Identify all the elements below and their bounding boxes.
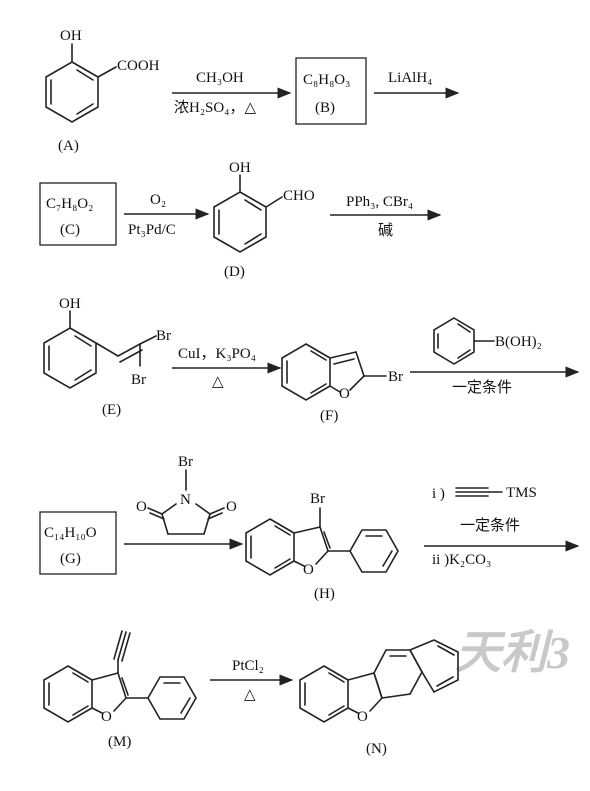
benzene-ring-e <box>43 327 97 389</box>
compound-d: OH CHO (D) <box>213 160 315 280</box>
benzene-ring-a <box>45 61 99 123</box>
reagent-cui-k3po4: CuI，K₃PO₄ <box>178 346 256 362</box>
compound-f: O Br (F) <box>281 343 403 424</box>
compound-name-g: (G) <box>60 551 81 567</box>
reagent-ch3oh: CH₃OH <box>196 70 244 86</box>
nbs-structure <box>147 469 225 535</box>
alkyne-symbol <box>455 487 503 497</box>
bond-vinyl-e <box>95 342 119 357</box>
phenyl-ring-h <box>349 529 399 573</box>
box-b <box>295 57 367 125</box>
phenyl-ring-m <box>147 676 197 720</box>
label-o-m: O <box>101 709 112 725</box>
formula-g: C₁₄H₁₀O <box>44 525 97 541</box>
compound-name-d: (D) <box>224 264 245 280</box>
bond-cc-double-e <box>117 343 141 357</box>
benzofuran-f <box>281 343 365 401</box>
box-c <box>39 182 117 246</box>
compound-c: C₇H₈O₂ (C) <box>39 182 117 246</box>
bond-cc-double2-e <box>119 349 143 363</box>
compound-name-e: (E) <box>102 402 121 418</box>
reagent-o2: O₂ <box>150 192 166 208</box>
reagent-pph3-cbr4: PPh₃, CBr₄ <box>346 194 413 210</box>
bond-cooh-a <box>97 66 117 78</box>
compound-name-n: (N) <box>366 741 387 757</box>
compound-h: Br O (H) <box>245 491 399 602</box>
step-4: PPh₃, CBr₄ 碱 <box>330 194 442 239</box>
reagent-condition-6: 一定条件 <box>452 379 512 396</box>
reagent-h2so4-heat: 浓H₂SO₄，△ <box>174 99 256 116</box>
watermark-text: 天利3 <box>455 627 570 678</box>
reagent-condition-8: 一定条件 <box>460 517 520 534</box>
compound-m: O (M) <box>43 630 197 750</box>
label-br-f: Br <box>388 369 403 385</box>
benzofuran-m <box>43 665 129 723</box>
compound-name-b: (B) <box>315 100 335 116</box>
formula-c: C₇H₈O₂ <box>46 196 93 212</box>
label-nbs-n: N <box>180 492 191 508</box>
step-6: B(OH)₂ 一定条件 <box>410 317 580 396</box>
reagent-pt3pd: Pt₃Pd/C <box>128 222 176 238</box>
step-5: CuI，K₃PO₄ △ <box>172 346 282 390</box>
reagent-base: 碱 <box>378 222 393 239</box>
benzene-ring-d <box>213 191 267 253</box>
compound-n: O (N) <box>299 639 459 757</box>
compound-name-m: (M) <box>108 734 131 750</box>
formula-b: C₈H₈O₃ <box>303 72 350 88</box>
reagent-heat-9: △ <box>244 687 256 703</box>
compound-g: C₁₄H₁₀O (G) <box>39 511 117 575</box>
label-nbs-br: Br <box>178 454 193 470</box>
compound-e: OH Br Br (E) <box>43 296 171 418</box>
label-o-f: O <box>339 386 350 402</box>
reagent-step-i: i ) <box>432 486 445 502</box>
step-7: Br N O O <box>124 454 244 550</box>
benzonaphthofuran-n <box>299 639 459 723</box>
compound-b: C₈H₈O₃ (B) <box>295 57 367 125</box>
label-cooh-a: COOH <box>117 58 160 74</box>
label-oh-d: OH <box>229 160 251 176</box>
reagent-tms: TMS <box>506 485 537 501</box>
step-1: CH₃OH 浓H₂SO₄，△ <box>172 70 292 116</box>
label-nbs-o2: O <box>226 499 237 515</box>
reagent-lialh4: LiAlH₄ <box>388 70 432 86</box>
alkyne-m <box>113 630 131 662</box>
compound-name-c: (C) <box>60 222 80 238</box>
compound-name-f: (F) <box>320 408 338 424</box>
label-o-h: O <box>303 562 314 578</box>
box-g <box>39 511 117 575</box>
label-br2-e: Br <box>131 372 146 388</box>
label-br1-e: Br <box>156 328 171 344</box>
reagent-heat-5: △ <box>212 374 224 390</box>
label-br-h: Br <box>310 491 325 507</box>
bond-br1-e <box>139 335 157 345</box>
compound-name-a: (A) <box>58 138 79 154</box>
compound-a: OH COOH (A) <box>45 28 160 154</box>
label-nbs-o1: O <box>136 499 147 515</box>
phenylboronic-ring <box>433 317 475 365</box>
label-o-n: O <box>357 709 368 725</box>
compound-name-h: (H) <box>314 586 335 602</box>
step-3: O₂ Pt₃Pd/C <box>124 192 210 238</box>
reagent-boh2: B(OH)₂ <box>495 334 542 350</box>
reagent-k2co3: ii )K₂CO₃ <box>432 552 491 568</box>
step-8: i ) TMS 一定条件 ii )K₂CO₃ <box>424 485 580 568</box>
label-oh-a: OH <box>60 28 82 44</box>
step-9: PtCl₂ △ <box>210 658 294 703</box>
step-2: LiAlH₄ <box>374 70 460 99</box>
label-cho-d: CHO <box>283 188 315 204</box>
label-oh-e: OH <box>59 296 81 312</box>
reagent-ptcl2: PtCl₂ <box>232 658 264 674</box>
benzofuran-h <box>245 518 331 576</box>
bond-cho-d <box>265 196 283 208</box>
